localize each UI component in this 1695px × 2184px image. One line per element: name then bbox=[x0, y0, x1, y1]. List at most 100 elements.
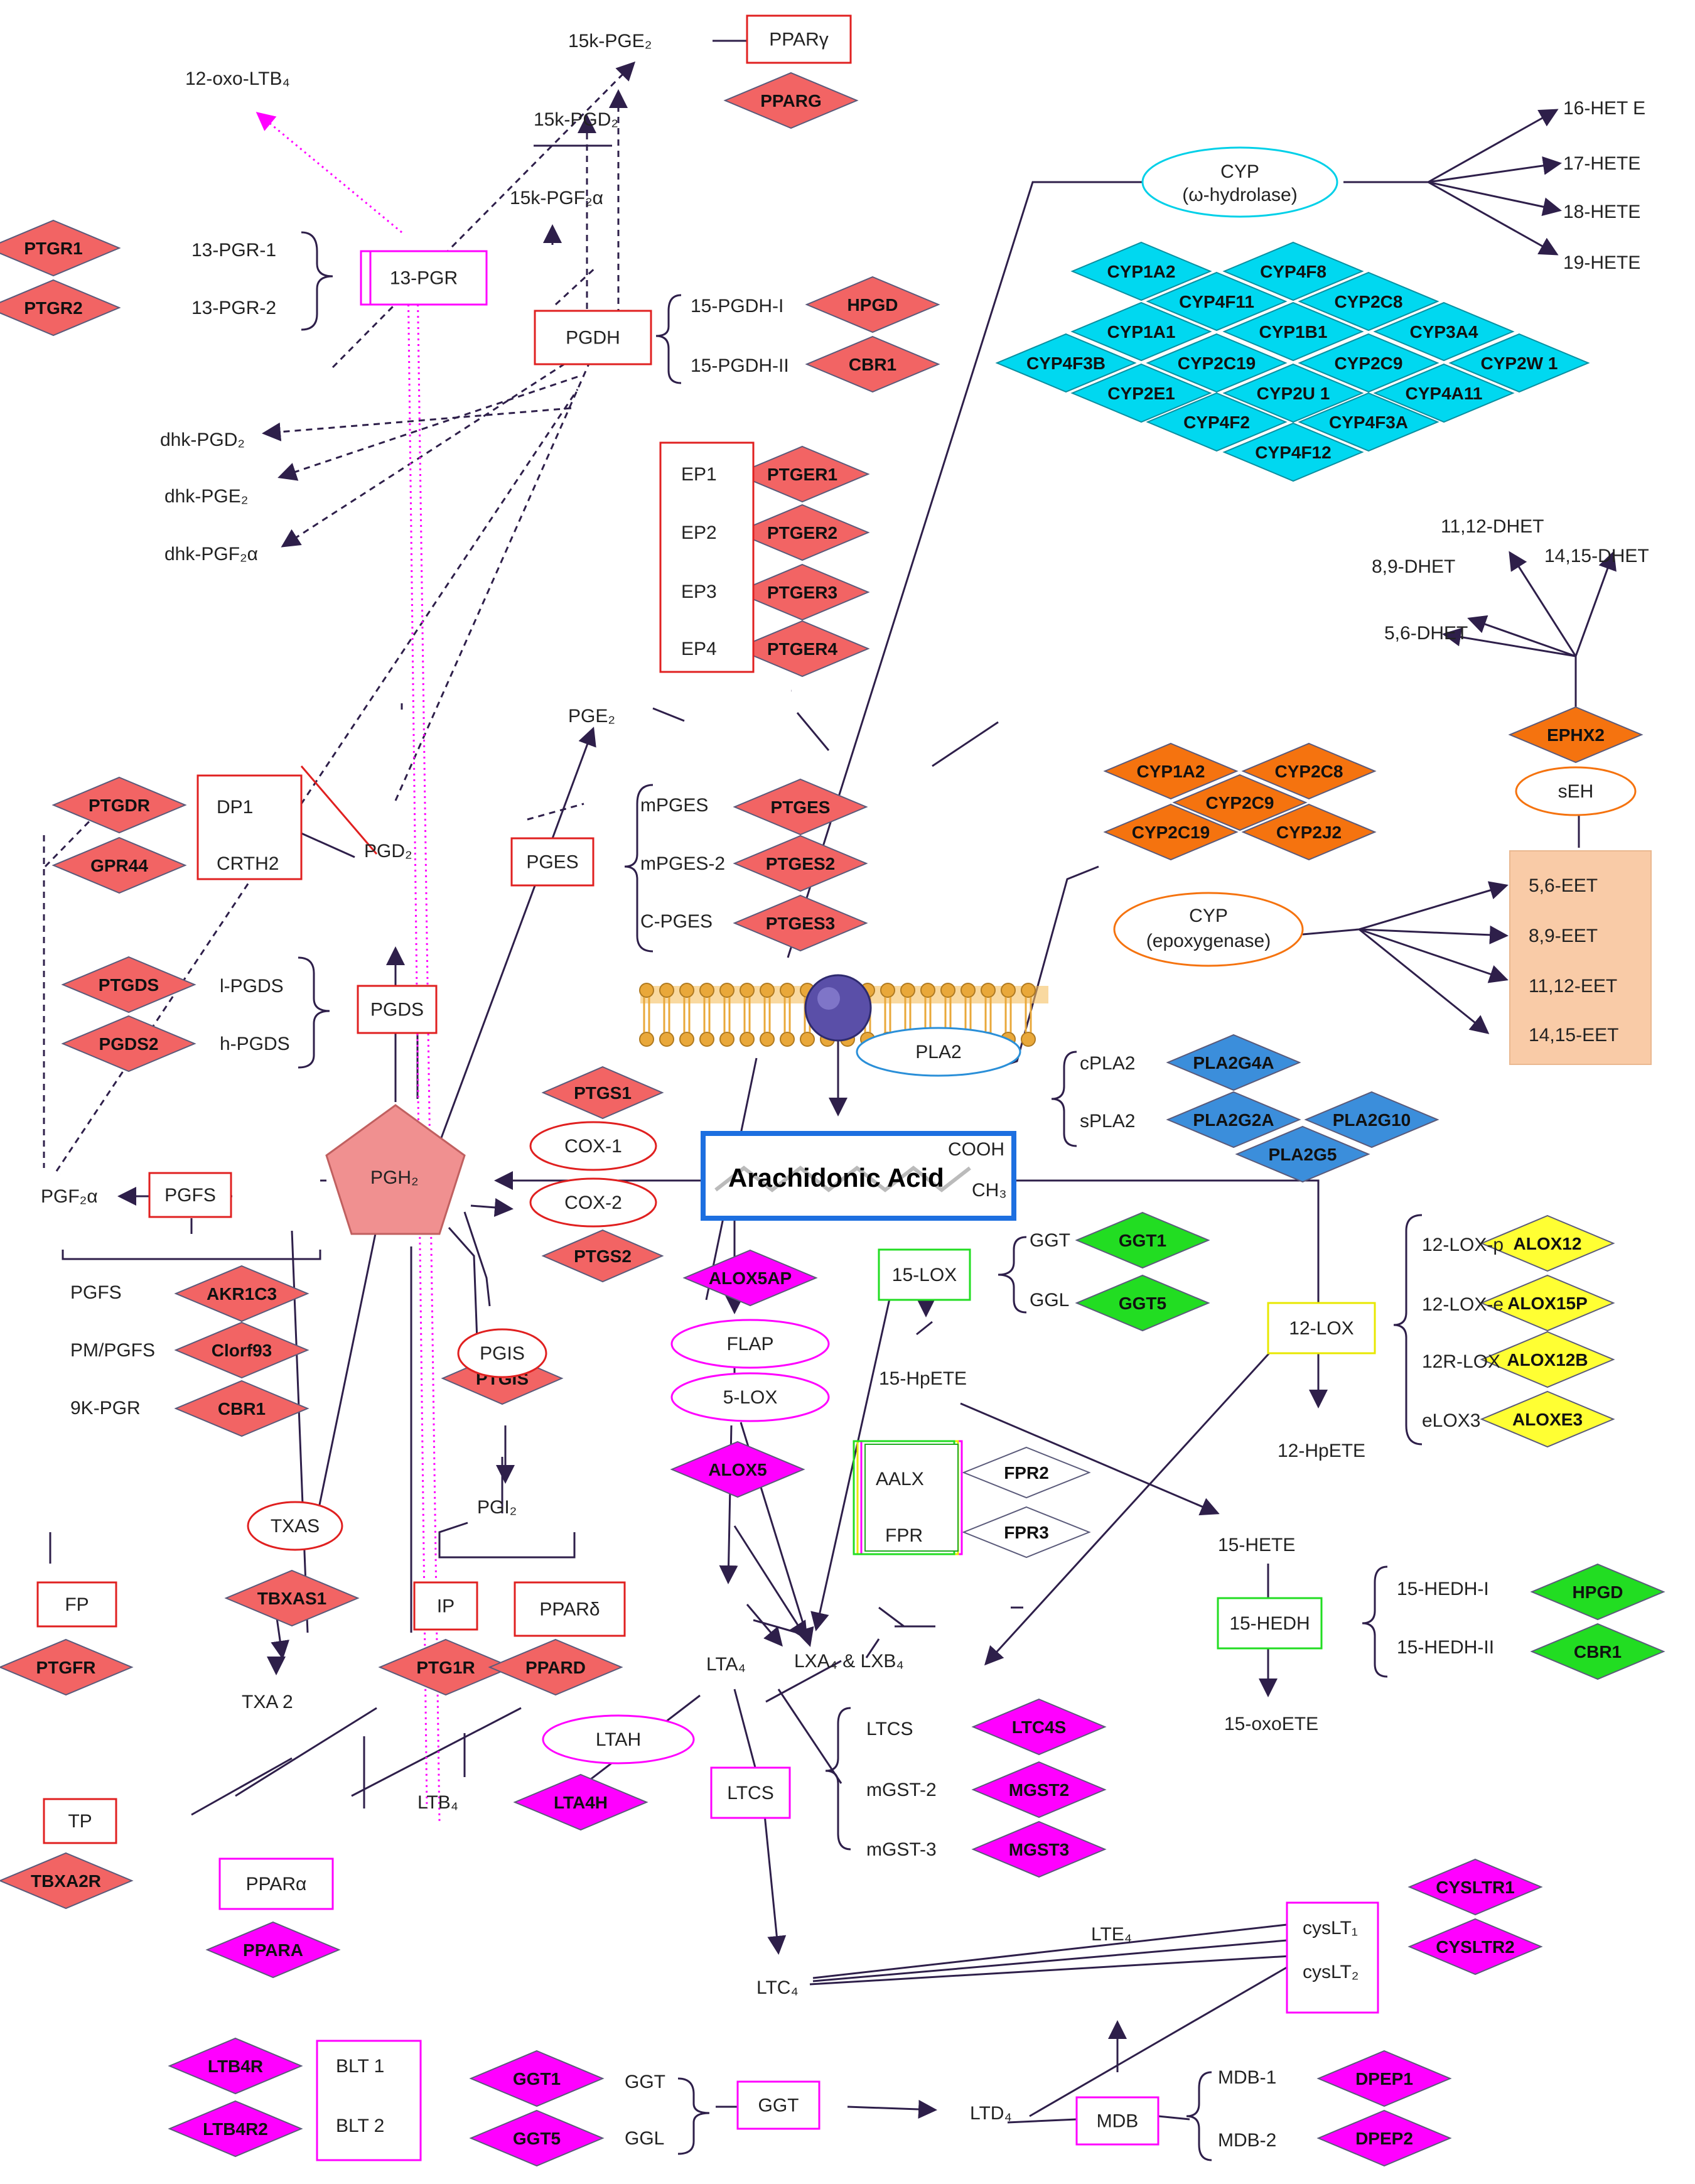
gene-gpr44[interactable]: GPR44 bbox=[51, 836, 187, 894]
gene-aloxe3[interactable]: ALOXE3 bbox=[1480, 1390, 1615, 1448]
gene-ptgdr[interactable]: PTGDR bbox=[51, 776, 187, 834]
ppargamma-box[interactable]: PPARγ bbox=[746, 14, 852, 64]
dp-receptors-box[interactable] bbox=[196, 774, 303, 880]
fp-box[interactable]: FP bbox=[36, 1581, 117, 1628]
gene-ppard[interactable]: PPARD bbox=[488, 1638, 623, 1696]
mdb-box[interactable]: MDB bbox=[1075, 2096, 1160, 2146]
gene-cyp4f12[interactable]: CYP4F12 bbox=[1222, 422, 1364, 482]
gene-ggt1b[interactable]: GGT1 bbox=[469, 2050, 605, 2107]
pparalpha-box[interactable]: PPARα bbox=[218, 1857, 334, 1910]
gene-cyp2w1[interactable]: CYP2W 1 bbox=[1448, 333, 1590, 393]
gene-cysltr1[interactable]: CYSLTR1 bbox=[1407, 1858, 1543, 1916]
gene-ptger3[interactable]: PTGER3 bbox=[734, 563, 870, 621]
pgds-box[interactable]: PGDS bbox=[357, 985, 438, 1034]
gene-ptges2[interactable]: PTGES2 bbox=[733, 835, 868, 892]
gene-cyp4f2[interactable]: CYP4F2 bbox=[1146, 392, 1288, 452]
gene-cyp3a4[interactable]: CYP3A4 bbox=[1373, 301, 1515, 362]
txas-ellipse[interactable]: TXAS bbox=[247, 1501, 343, 1551]
aalx-fpr-box[interactable] bbox=[853, 1440, 963, 1555]
gene-ptgr2[interactable]: PTGR2 bbox=[0, 279, 121, 337]
ip-box[interactable]: IP bbox=[413, 1581, 478, 1631]
gene-alox12[interactable]: ALOX12 bbox=[1480, 1214, 1615, 1272]
gene-pla2g10[interactable]: PLA2G10 bbox=[1304, 1091, 1439, 1149]
lox12-box[interactable]: 12-LOX bbox=[1267, 1302, 1376, 1354]
gene-pla2g2a[interactable]: PLA2G2A bbox=[1166, 1091, 1301, 1149]
cyp-omega-ellipse[interactable]: CYP(ω-hydrolase) bbox=[1141, 146, 1338, 218]
gene-cyp2c19o[interactable]: CYP2C19 bbox=[1103, 803, 1239, 861]
gene-dpep2[interactable]: DPEP2 bbox=[1316, 2109, 1452, 2167]
gene-cyp1a2[interactable]: CYP1A2 bbox=[1070, 241, 1212, 301]
gene-ltb4r2[interactable]: LTB4R2 bbox=[168, 2100, 303, 2158]
gene-alox15p[interactable]: ALOX15P bbox=[1480, 1274, 1615, 1332]
gene-ptges[interactable]: PTGES bbox=[733, 778, 868, 836]
gene-cyp1a2o[interactable]: CYP1A2 bbox=[1103, 742, 1239, 800]
gene-cbr1[interactable]: CBR1 bbox=[805, 335, 940, 393]
cox2-ellipse[interactable]: COX-2 bbox=[529, 1177, 657, 1228]
gene-pgds2[interactable]: PGDS2 bbox=[61, 1015, 196, 1073]
gene-fpr2[interactable]: FPR2 bbox=[962, 1446, 1091, 1499]
gene-ltc4s[interactable]: LTC4S bbox=[971, 1698, 1107, 1756]
gene-dpep1[interactable]: DPEP1 bbox=[1316, 2050, 1452, 2107]
gene-cyp4f3b[interactable]: CYP4F3B bbox=[995, 333, 1137, 393]
gene-akr1c3[interactable]: AKR1C3 bbox=[174, 1265, 309, 1322]
pgdh-box[interactable]: PGDH bbox=[534, 310, 652, 365]
gene-fpr3[interactable]: FPR3 bbox=[962, 1506, 1091, 1559]
cox1-ellipse[interactable]: COX-1 bbox=[529, 1121, 657, 1171]
ltah-ellipse[interactable]: LTAH bbox=[542, 1714, 695, 1765]
ep-receptors-box[interactable] bbox=[659, 441, 755, 673]
gene-cyp2c8[interactable]: CYP2C8 bbox=[1298, 271, 1439, 332]
gene-cyp4f11[interactable]: CYP4F11 bbox=[1146, 271, 1288, 332]
gene-cyp1b1[interactable]: CYP1B1 bbox=[1222, 301, 1364, 362]
pgfs-box[interactable]: PGFS bbox=[148, 1172, 232, 1218]
gene-pparg[interactable]: PPARG bbox=[723, 72, 859, 129]
gene-ephx2[interactable]: EPHX2 bbox=[1508, 706, 1644, 764]
gene-ptger2[interactable]: PTGER2 bbox=[734, 504, 870, 561]
arachidonic-acid-box[interactable]: Arachidonic Acid COOH CH₃ bbox=[701, 1131, 1016, 1221]
flap-ellipse[interactable]: FLAP bbox=[670, 1319, 830, 1369]
gene-ggt1[interactable]: GGT1 bbox=[1075, 1211, 1210, 1269]
gene-cyp2c9o[interactable]: CYP2C9 bbox=[1172, 774, 1308, 831]
ltcs-box[interactable]: LTCS bbox=[710, 1766, 791, 1819]
gene-ptger1[interactable]: PTGER1 bbox=[734, 445, 870, 503]
pgh2-pentagon[interactable]: PGH₂ bbox=[325, 1104, 466, 1235]
gene-ptgfr[interactable]: PTGFR bbox=[0, 1638, 134, 1696]
cyp-epoxygenase-ellipse[interactable]: CYP(epoxygenase) bbox=[1113, 892, 1304, 967]
gene-hpgd[interactable]: HPGD bbox=[805, 276, 940, 333]
gene-ptger4[interactable]: PTGER4 bbox=[734, 620, 870, 678]
gene-ptg1r[interactable]: PTG1R bbox=[378, 1638, 514, 1696]
gene-pla2g5[interactable]: PLA2G5 bbox=[1235, 1125, 1370, 1183]
gene-ptgr1[interactable]: PTGR1 bbox=[0, 219, 121, 277]
hedh15-box[interactable]: 15-HEDH bbox=[1217, 1597, 1323, 1650]
lox15-box[interactable]: 15-LOX bbox=[878, 1248, 971, 1301]
gene-ggt5[interactable]: GGT5 bbox=[1075, 1274, 1210, 1332]
blt-receptors-box[interactable] bbox=[316, 2040, 422, 2161]
gene-mgst3[interactable]: MGST3 bbox=[971, 1820, 1107, 1878]
cyslt-receptors-box[interactable] bbox=[1286, 1901, 1379, 2014]
tp-box[interactable]: TP bbox=[43, 1798, 117, 1844]
gene-alox5[interactable]: ALOX5 bbox=[670, 1441, 805, 1498]
gene-ptgds[interactable]: PTGDS bbox=[61, 956, 196, 1014]
pgr13-box[interactable]: 13-PGR bbox=[360, 250, 488, 306]
gene-tbxa2r[interactable]: TBXA2R bbox=[0, 1852, 134, 1910]
ggt-box[interactable]: GGT bbox=[736, 2080, 821, 2130]
gene-ptges3[interactable]: PTGES3 bbox=[733, 894, 868, 952]
gene-tbxas1[interactable]: TBXAS1 bbox=[224, 1569, 360, 1627]
gene-alox5ap[interactable]: ALOX5AP bbox=[682, 1249, 818, 1307]
gene-ptgs2[interactable]: PTGS2 bbox=[541, 1229, 664, 1283]
gene-cbr1c[interactable]: CBR1 bbox=[1530, 1623, 1665, 1680]
gene-cyp1a1[interactable]: CYP1A1 bbox=[1070, 301, 1212, 362]
pges-box[interactable]: PGES bbox=[510, 837, 595, 887]
gene-alox12b[interactable]: ALOX12B bbox=[1480, 1331, 1615, 1388]
lox5-ellipse[interactable]: 5-LOX bbox=[670, 1372, 830, 1422]
gene-cbr1b[interactable]: CBR1 bbox=[174, 1380, 309, 1437]
gene-cysltr2[interactable]: CYSLTR2 bbox=[1407, 1918, 1543, 1976]
gene-ggt5b[interactable]: GGT5 bbox=[469, 2109, 605, 2167]
pla2-ellipse[interactable]: PLA2 bbox=[856, 1027, 1021, 1077]
pgis-ellipse[interactable]: PGIS bbox=[457, 1328, 547, 1378]
gene-cyp2j2o[interactable]: CYP2J2 bbox=[1241, 803, 1377, 861]
gene-ppara[interactable]: PPARA bbox=[205, 1921, 341, 1979]
gene-cyp2c19[interactable]: CYP2C19 bbox=[1146, 333, 1288, 393]
gene-cyp4a11[interactable]: CYP4A11 bbox=[1373, 363, 1515, 423]
gene-cyp2c9[interactable]: CYP2C9 bbox=[1298, 333, 1439, 393]
gene-lta4h[interactable]: LTA4H bbox=[513, 1773, 648, 1831]
